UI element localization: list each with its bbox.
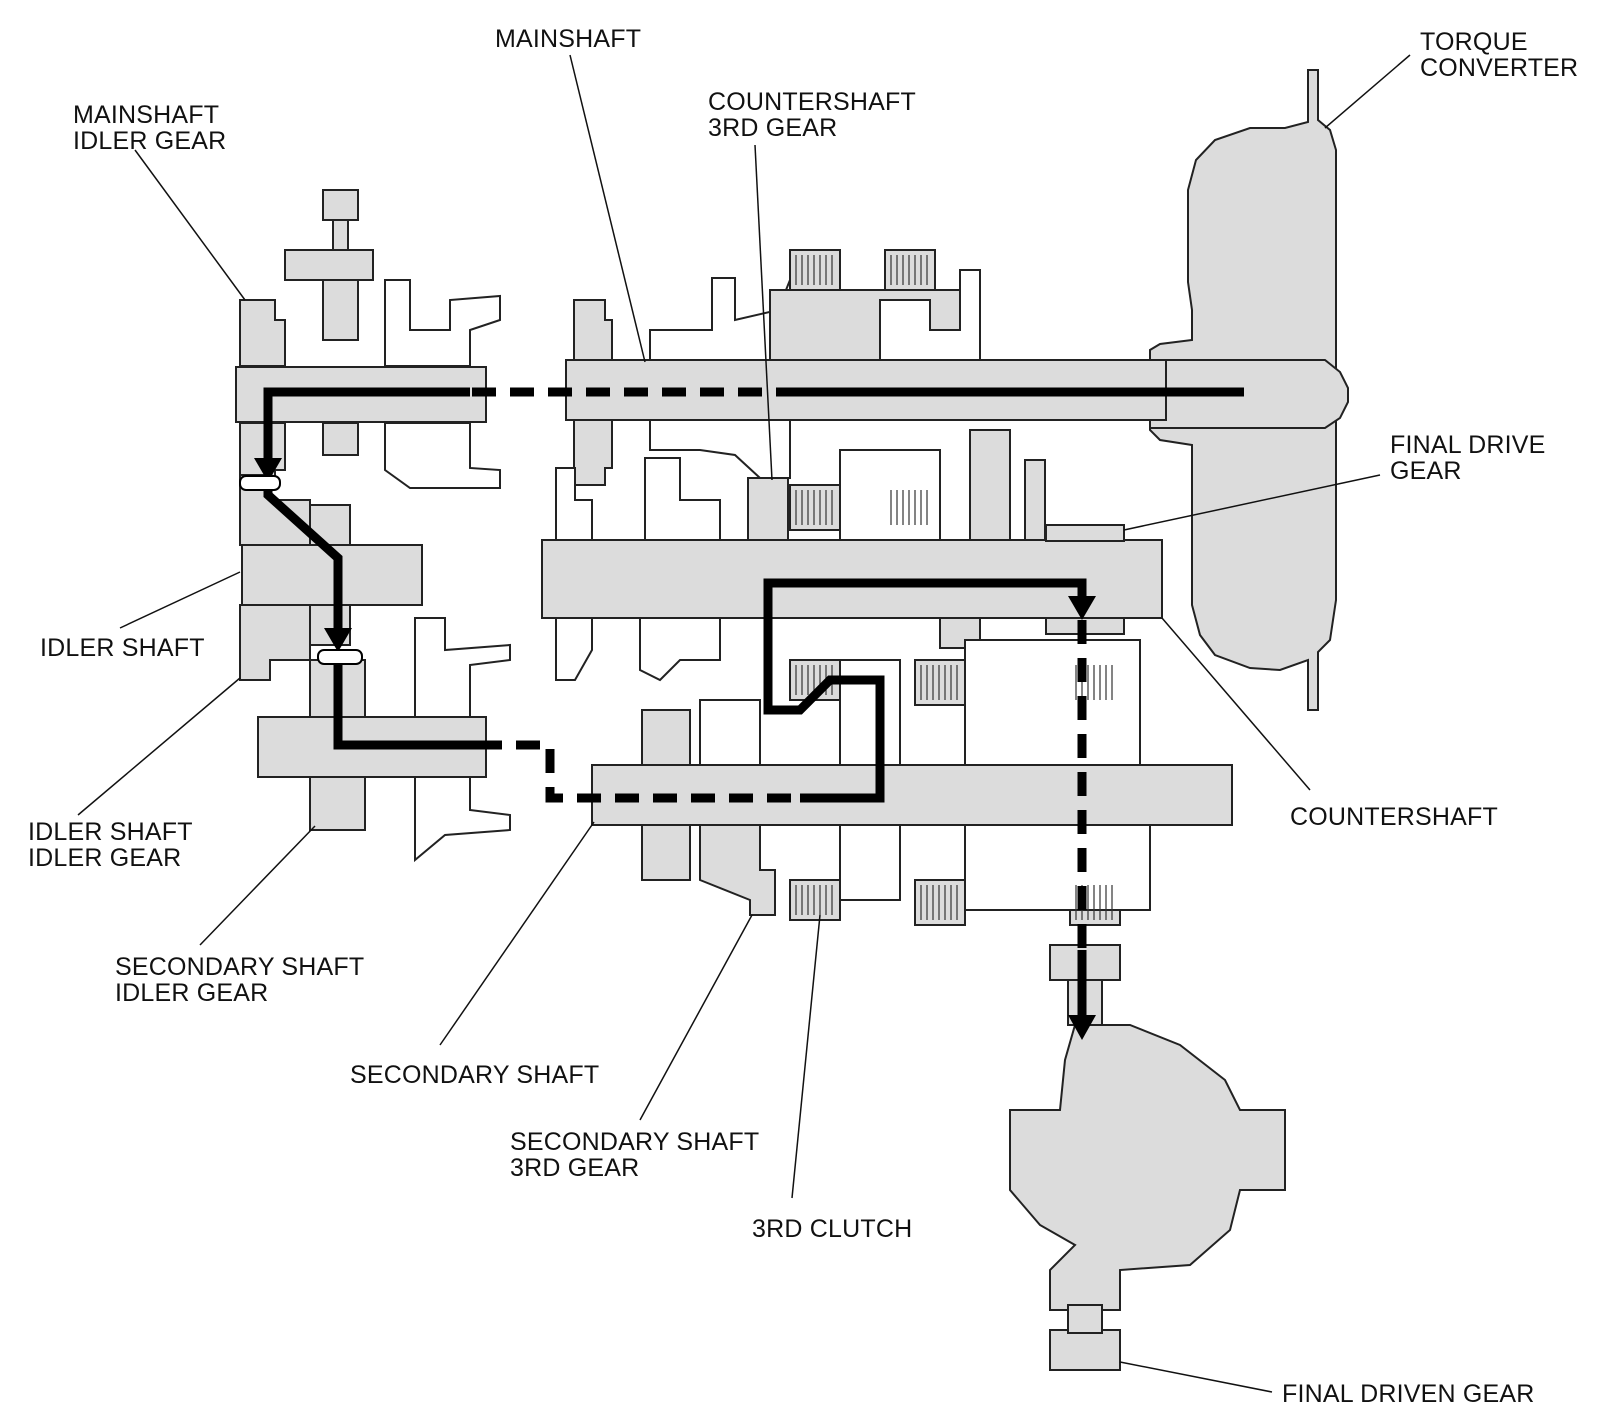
leader-idler-shaft [119, 571, 241, 629]
final-drive-gear [1045, 524, 1125, 542]
label-secondary-shaft-idler-gear-line2: IDLER GEAR [115, 979, 268, 1007]
label-countershaft-3rd-gear-line1: COUNTERSHAFT [708, 88, 916, 116]
leader-idler-shaft-idler-gear [77, 677, 241, 816]
leader-secondary-shaft-idler-gear [199, 825, 316, 946]
flow-secondary-dashed [478, 740, 800, 803]
label-mainshaft-idler-gear-line2: IDLER GEAR [73, 127, 226, 155]
labels: MAINSHAFT MAINSHAFT IDLER GEAR COUNTERSH… [28, 25, 1578, 1408]
label-secondary-shaft-3rd-gear-line1: SECONDARY SHAFT [510, 1128, 759, 1156]
leader-secondary-shaft-3rd-gear [639, 914, 753, 1121]
label-countershaft: COUNTERSHAFT [1290, 803, 1498, 831]
flow-arrowhead-2 [324, 628, 352, 652]
leader-final-driven-gear [1119, 1361, 1273, 1393]
label-mainshaft: MAINSHAFT [495, 25, 641, 53]
label-final-driven-gear: FINAL DRIVEN GEAR [1282, 1380, 1535, 1408]
clutch-spline-lines [795, 255, 1113, 920]
label-mainshaft-idler-gear-line1: MAINSHAFT [73, 101, 219, 129]
label-secondary-shaft: SECONDARY SHAFT [350, 1061, 599, 1089]
flow-arrowhead-1 [254, 458, 282, 482]
power-flow-path [239, 387, 1244, 1040]
idler-mesh-indicator-upper [239, 475, 281, 491]
label-torque-converter-line1: TORQUE [1420, 28, 1528, 56]
differential-assembly [1009, 944, 1286, 1371]
final-driven-gear [1049, 1329, 1121, 1371]
label-3rd-clutch: 3RD CLUTCH [752, 1215, 912, 1243]
flow-through-3rd-clutch [763, 578, 1087, 803]
idler-mesh-indicator-lower [317, 649, 363, 665]
label-idler-shaft-idler-gear-line2: IDLER GEAR [28, 844, 181, 872]
label-final-drive-gear-line2: GEAR [1390, 457, 1462, 485]
mainshaft-assembly [235, 189, 1167, 489]
label-idler-shaft-idler-gear-line1: IDLER SHAFT [28, 818, 193, 846]
secondary-shaft-3rd-gear [699, 824, 776, 916]
leader-torque-converter [1324, 54, 1411, 129]
label-countershaft-3rd-gear-line2: 3RD GEAR [708, 114, 837, 142]
leader-countershaft-3rd-gear [754, 144, 773, 481]
label-torque-converter-line2: CONVERTER [1420, 54, 1578, 82]
countershaft-3rd-gear [747, 477, 789, 541]
leader-3rd-clutch [791, 914, 821, 1199]
secondary-shaft-front [591, 764, 1233, 826]
leader-countershaft [1161, 617, 1311, 791]
leader-mainshaft-idler-gear [134, 149, 246, 301]
leader-lines [77, 54, 1411, 1393]
differential-case [1009, 1024, 1286, 1311]
flow-to-secondary-shaft [333, 652, 478, 750]
label-idler-shaft: IDLER SHAFT [40, 634, 205, 662]
flow-arrowhead-4 [1068, 1015, 1096, 1040]
label-secondary-shaft-idler-gear-line1: SECONDARY SHAFT [115, 953, 364, 981]
flow-arrowhead-3 [1068, 596, 1096, 620]
leader-final-drive-gear [1123, 474, 1381, 531]
label-secondary-shaft-3rd-gear-line2: 3RD GEAR [510, 1154, 639, 1182]
idler-shaft-assembly [239, 474, 423, 681]
leader-secondary-shaft [439, 821, 595, 1046]
label-final-drive-gear-line1: FINAL DRIVE [1390, 431, 1545, 459]
leader-mainshaft [569, 54, 646, 363]
